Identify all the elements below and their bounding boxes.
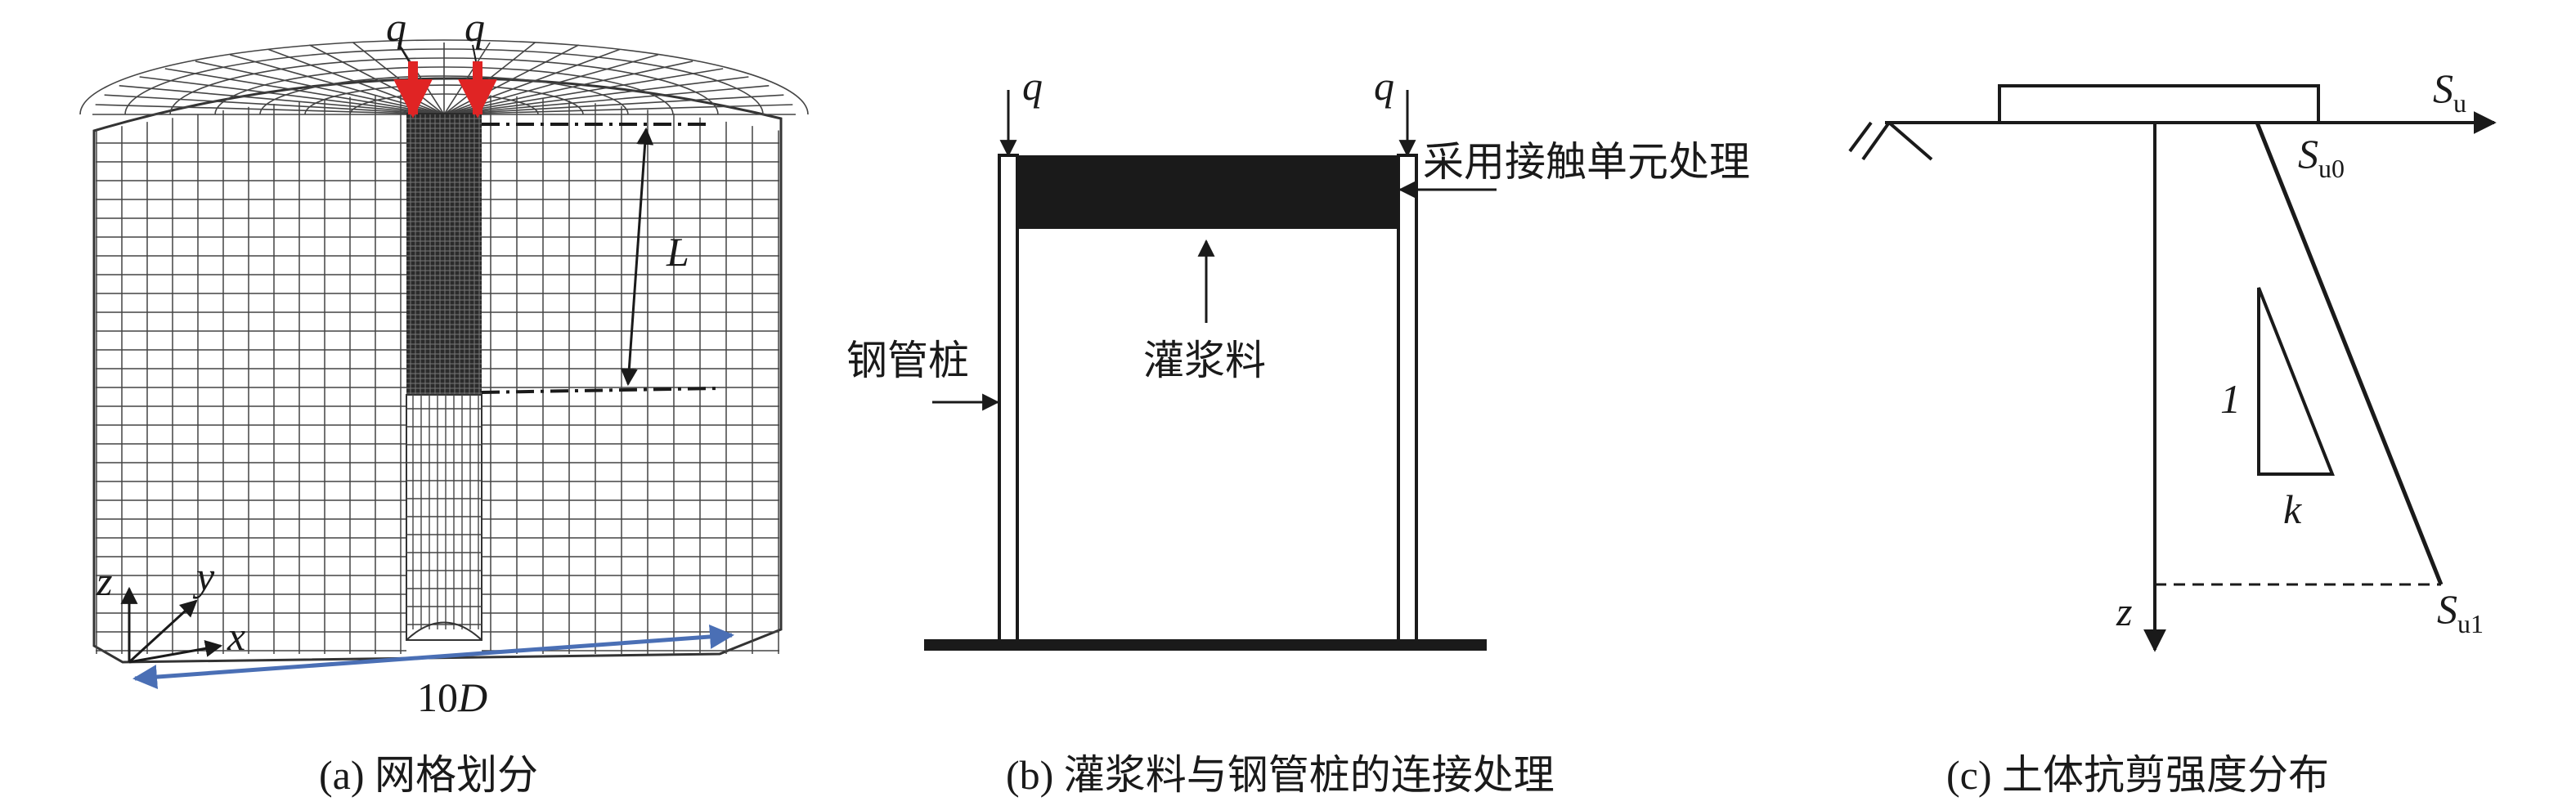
pile-dense-mesh-lines <box>406 114 482 395</box>
caption-b: (b) 灌浆料与钢管桩的连接处理 <box>1006 752 1555 798</box>
load-leader-right <box>472 44 477 62</box>
load-q-left-b: q <box>1022 63 1043 109</box>
grout-block <box>1017 155 1398 229</box>
width-label: 10D <box>417 674 487 720</box>
front-face-mesh <box>96 94 779 654</box>
contact-label: 采用接触单元处理 <box>1423 139 1750 185</box>
grout-label: 灌浆料 <box>1143 338 1266 383</box>
footing-block <box>1998 84 2320 124</box>
slope-vertical-label: 1 <box>2220 376 2241 422</box>
pile-lower-mesh <box>406 394 482 641</box>
load-q-right-b: q <box>1374 63 1394 109</box>
panel-c-shear-strength: 1 k Su Su0 Su1 z (c) 土体抗剪强度分布 <box>1848 65 2497 798</box>
panel-a-mesh: q q L z y x 10D (a) 网格划分 <box>79 4 809 798</box>
length-dimension-arrow <box>620 127 654 387</box>
caption-a: (a) 网格划分 <box>319 752 538 798</box>
panel-b-connection: q q 采用接触单元处理 灌浆料 钢管桩 (b) 灌浆料与钢管桩的连接处理 <box>846 63 1750 798</box>
su0-label: Su0 <box>2298 131 2345 183</box>
caption-c: (c) 土体抗剪强度分布 <box>1946 752 2329 798</box>
length-label-L: L <box>666 229 689 275</box>
load-leader-left <box>398 44 410 62</box>
slope-horizontal-label: k <box>2283 486 2302 532</box>
slope-triangle <box>2257 287 2335 476</box>
axis-z-label: z <box>96 558 112 604</box>
z-axis-label: z <box>2116 589 2132 634</box>
ground-base <box>924 639 1487 651</box>
pile-label: 钢管桩 <box>846 338 969 383</box>
pile-wall-right <box>1397 154 1418 643</box>
load-q-right: q <box>464 4 485 50</box>
pile-upper-dense-mesh <box>406 113 482 395</box>
length-bottom-dashdot <box>481 387 720 394</box>
su-label: Su <box>2433 65 2466 118</box>
axis-y-label: y <box>192 553 215 599</box>
load-q-left: q <box>386 4 406 50</box>
strength-profile-line <box>2255 122 2444 585</box>
fixed-support-icon <box>1848 121 1933 161</box>
width-dimension-line <box>132 624 734 690</box>
su1-label: Su1 <box>2437 586 2484 638</box>
axis-x-label: x <box>227 613 245 659</box>
pile-wall-left <box>998 154 1019 643</box>
